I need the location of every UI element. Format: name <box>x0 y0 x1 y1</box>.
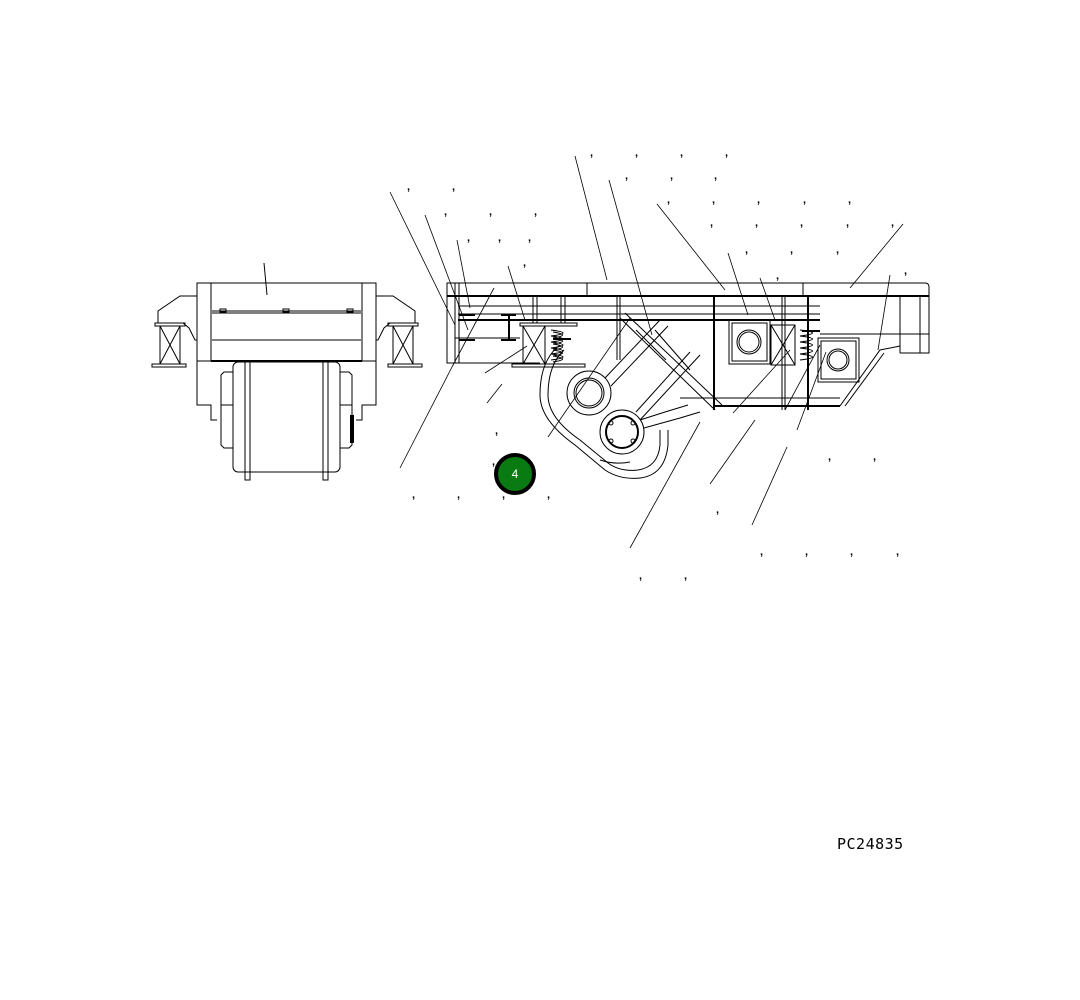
spring-left <box>550 329 571 363</box>
leader-comma: , <box>745 244 749 256</box>
leader-comma: , <box>492 456 496 468</box>
leader-comma: , <box>635 147 639 159</box>
leader-comma: , <box>714 170 718 182</box>
leader-comma: , <box>760 546 764 558</box>
leader-comma: , <box>725 147 729 159</box>
callout-label: 4 <box>511 467 519 481</box>
drawing-reference-code: PC24835 <box>837 835 904 853</box>
leader-comma: , <box>803 194 807 206</box>
bogie <box>539 312 723 479</box>
leader-comma: , <box>590 147 594 159</box>
leader-comma: , <box>755 217 759 229</box>
side-view <box>446 282 930 479</box>
leader-comma: , <box>710 217 714 229</box>
leader-comma: , <box>712 194 716 206</box>
leader-comma: , <box>904 265 908 277</box>
leader-comma: , <box>625 170 629 182</box>
leader-comma: , <box>891 217 895 229</box>
leader-comma: , <box>502 489 506 501</box>
leader-comma: , <box>776 270 780 282</box>
leader-comma: , <box>407 181 411 193</box>
leader-comma: , <box>805 546 809 558</box>
leader-comma: , <box>444 206 448 218</box>
spring-right <box>799 329 820 361</box>
leader-comma: , <box>495 425 499 437</box>
leader-lines <box>389 155 904 549</box>
leader-comma: , <box>846 217 850 229</box>
leader-comma: , <box>684 570 688 582</box>
leader-comma: , <box>547 489 551 501</box>
leader-comma: , <box>790 244 794 256</box>
leader-comma: , <box>467 232 471 244</box>
leader-comma: , <box>828 451 832 463</box>
leader-comma: , <box>498 232 502 244</box>
leader-comma: , <box>489 206 493 218</box>
leader-comma: , <box>523 257 527 269</box>
leader-comma: , <box>757 194 761 206</box>
leader-comma: , <box>800 217 804 229</box>
leader-comma: , <box>670 170 674 182</box>
leader-comma: , <box>836 244 840 256</box>
leader-comma: , <box>896 546 900 558</box>
leader-comma: , <box>534 206 538 218</box>
leader-comma: , <box>873 451 877 463</box>
leader-comma: , <box>667 194 671 206</box>
leader-comma: , <box>452 181 456 193</box>
leader-comma: , <box>528 232 532 244</box>
end-view <box>151 262 423 481</box>
leader-comma: , <box>716 504 720 516</box>
callout-marker-4[interactable]: 4 <box>494 453 536 495</box>
leader-comma: , <box>680 147 684 159</box>
leader-comma: , <box>457 489 461 501</box>
leader-comma: , <box>639 570 643 582</box>
leader-comma: , <box>848 194 852 206</box>
leader-comma: , <box>412 489 416 501</box>
leader-comma: , <box>850 546 854 558</box>
